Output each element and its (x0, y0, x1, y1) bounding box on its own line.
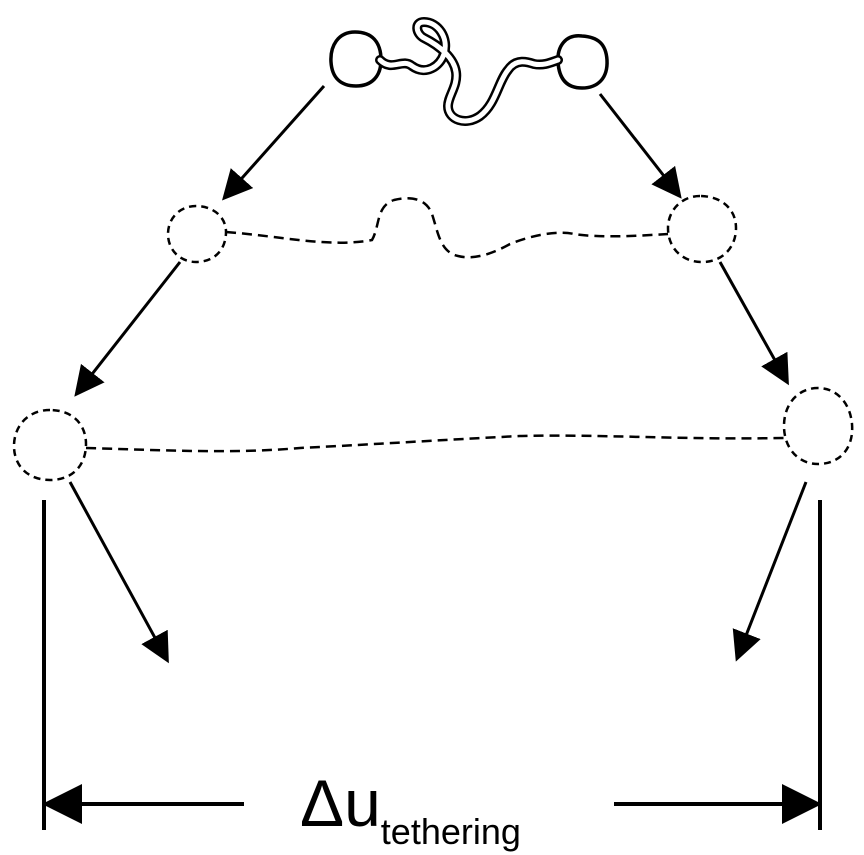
partly-extended-tether (225, 197, 669, 259)
arrow-right-stage2 (718, 261, 789, 386)
dimension-indicator: Δutethering (42, 500, 822, 852)
right-bead-intermediate (666, 194, 738, 264)
left-bead-initial (329, 30, 383, 88)
initial-state (329, 17, 609, 126)
displacement-label: Δutethering (300, 766, 521, 852)
right-bead-extended (782, 386, 854, 466)
displacement-subscript: tethering (381, 811, 521, 852)
coiled-tether (375, 17, 563, 126)
arrow-left-stage3 (68, 481, 169, 664)
arrow-right-stage3 (732, 481, 808, 662)
arrow-left-stage2 (74, 261, 182, 397)
coiled-tether-inner (377, 19, 561, 124)
arrow-right-stage1 (598, 93, 682, 199)
extended-state (12, 386, 854, 482)
left-bead-intermediate (166, 204, 228, 264)
motion-arrows (68, 85, 808, 664)
intermediate-state (166, 194, 738, 264)
right-bead-initial (556, 34, 609, 90)
left-bead-extended (12, 408, 88, 482)
displacement-symbol: Δu (300, 766, 381, 840)
arrow-left-stage1 (222, 85, 326, 201)
fully-extended-tether (85, 434, 785, 453)
